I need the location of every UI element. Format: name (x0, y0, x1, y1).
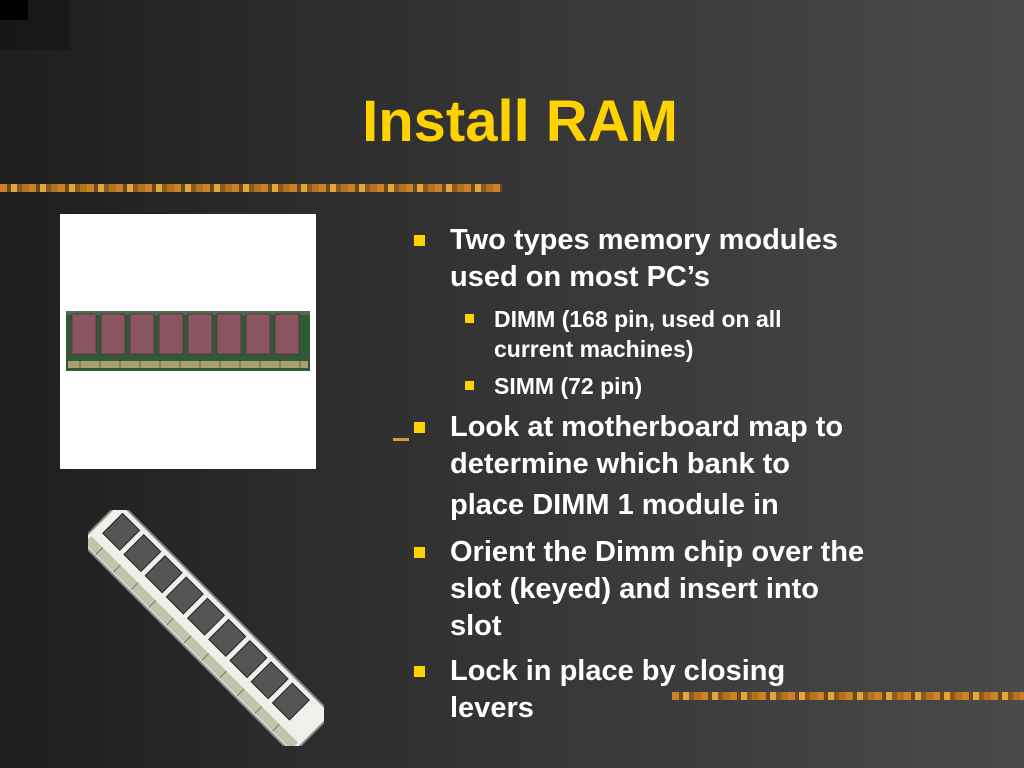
bullet-1-line-1: Two types memory modules (450, 224, 838, 256)
bullet-3-line-1: Orient the Dimm chip over the (450, 536, 865, 568)
square-bullet-icon (414, 235, 425, 246)
square-bullet-icon (414, 547, 425, 558)
slide-title: Install RAM (362, 89, 678, 154)
bullet-item-3: Orient the Dimm chip over the slot (keye… (414, 534, 865, 645)
sub-bullet-1-line-1: DIMM (168 pin, used on all (494, 306, 782, 332)
bottom-accent-stripe (672, 692, 1024, 700)
bullet-2-line-1: Look at motherboard map to (450, 411, 844, 443)
ram-module-angled-image (88, 510, 324, 746)
square-bullet-icon (414, 422, 425, 433)
bullet-item-1: Two types memory modules used on most PC… (414, 222, 838, 296)
corner-block (0, 0, 28, 20)
bullet-4-line-1: Lock in place by closing (450, 655, 786, 687)
sub-bullet-2-line-1: SIMM (72 pin) (494, 373, 643, 399)
bullet-item-4: Lock in place by closing levers (414, 653, 786, 727)
corner-shade (0, 0, 70, 50)
bullet-3-line-2: slot (keyed) and insert into (450, 573, 819, 605)
ram-module-straight-image (60, 214, 316, 469)
bullet-2-line-3: place DIMM 1 module in (450, 489, 779, 521)
square-bullet-icon (465, 381, 474, 390)
bullet-2-line-2: determine which bank to (450, 448, 790, 480)
square-bullet-icon (414, 666, 425, 677)
bullet-3-line-3: slot (450, 610, 502, 642)
stray-underscore-mark (393, 438, 409, 441)
bullet-1-line-2: used on most PC’s (450, 261, 710, 293)
sub-bullet-item-2: SIMM (72 pin) (465, 371, 643, 401)
bullet-item-2: Look at motherboard map to determine whi… (414, 409, 844, 524)
sub-bullet-1-line-2: current machines) (494, 336, 694, 362)
square-bullet-icon (465, 314, 474, 323)
title-underline-stripe (0, 184, 502, 192)
sub-bullet-item-1: DIMM (168 pin, used on all current machi… (465, 304, 782, 364)
